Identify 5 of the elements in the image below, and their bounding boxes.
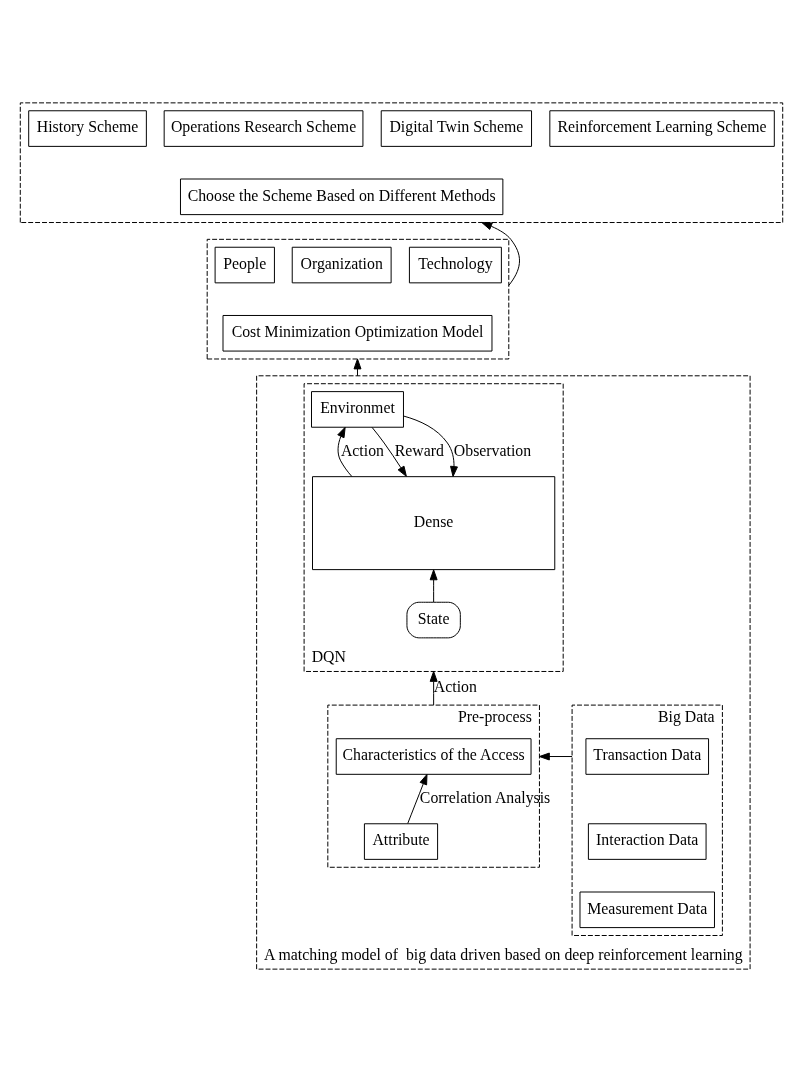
edge-label: Correlation Analysis (419, 788, 551, 806)
edge-label: Action (340, 441, 384, 459)
edge-label: Action (433, 678, 477, 696)
edge-label: Reward (394, 441, 444, 459)
edge-label: Observation (453, 441, 532, 459)
